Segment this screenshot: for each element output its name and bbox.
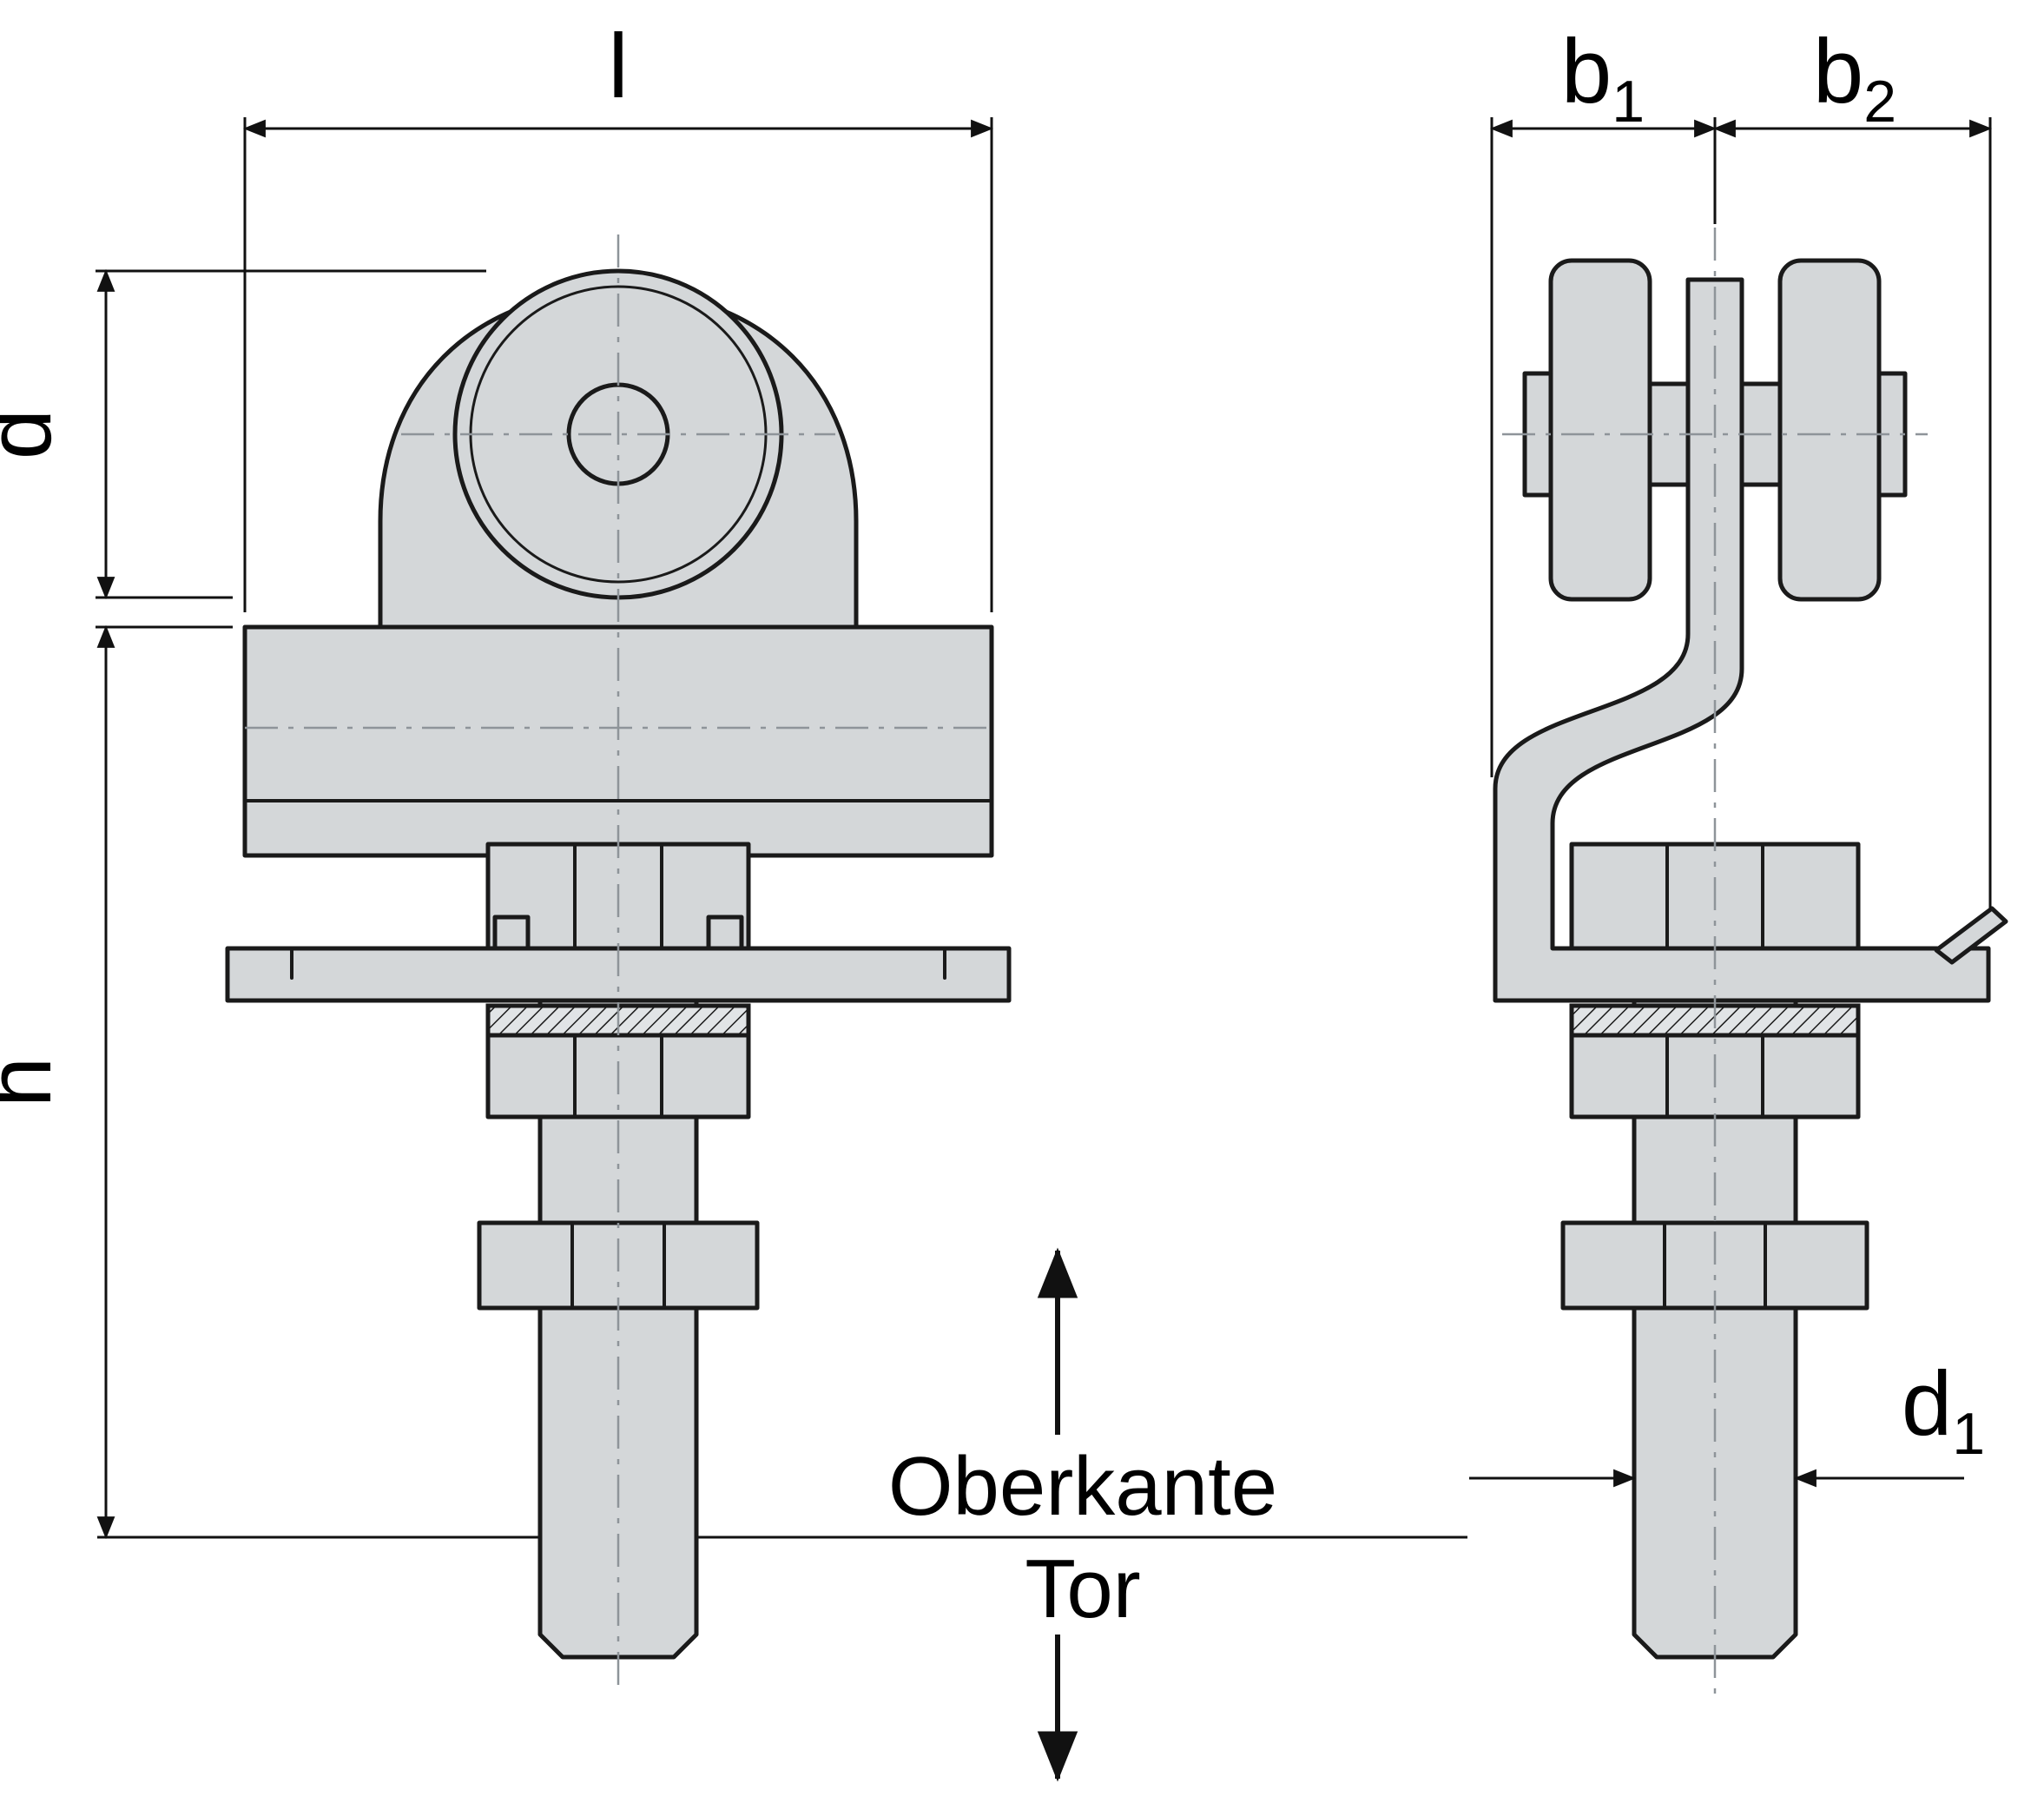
hex-nut-lower-side-facets [1665, 1034, 1764, 1119]
dim-d1-label: d1 [1902, 1353, 1985, 1467]
lock-tab-left [492, 915, 531, 951]
hanger-strap [1493, 277, 1991, 1003]
front-centerlines [245, 234, 992, 1694]
plate-lip [1934, 906, 2008, 965]
dim-d-label: d [0, 409, 70, 459]
dim-b2-label: b2 [1813, 21, 1896, 135]
wheel-left [1548, 258, 1652, 602]
dim-h-label: h [0, 1057, 70, 1107]
gate-edge-annotation: Oberkante Tor [888, 1247, 1277, 1782]
side-centerlines [1502, 228, 1928, 1694]
wheel-right [1777, 258, 1882, 602]
threaded-rod-side [1632, 998, 1798, 1660]
hex-nut-adjust-front-facets [570, 1221, 666, 1310]
gate-edge-label-bottom: Tor [1025, 1542, 1140, 1635]
hex-nut-adjust-side-facets [1663, 1221, 1767, 1310]
hex-nut-lower-front-facets [573, 1034, 663, 1119]
dim-b1-label: b1 [1561, 21, 1645, 135]
gate-edge-label-top: Oberkante [888, 1440, 1277, 1533]
dim-l-label: l [608, 16, 628, 117]
lock-tab-right [706, 915, 744, 951]
dimensions: l d h b1 b2 d1 [0, 16, 1993, 1540]
hex-nut-upper-side-facets [1665, 842, 1764, 950]
hex-nut-upper-front-facets [573, 842, 663, 950]
